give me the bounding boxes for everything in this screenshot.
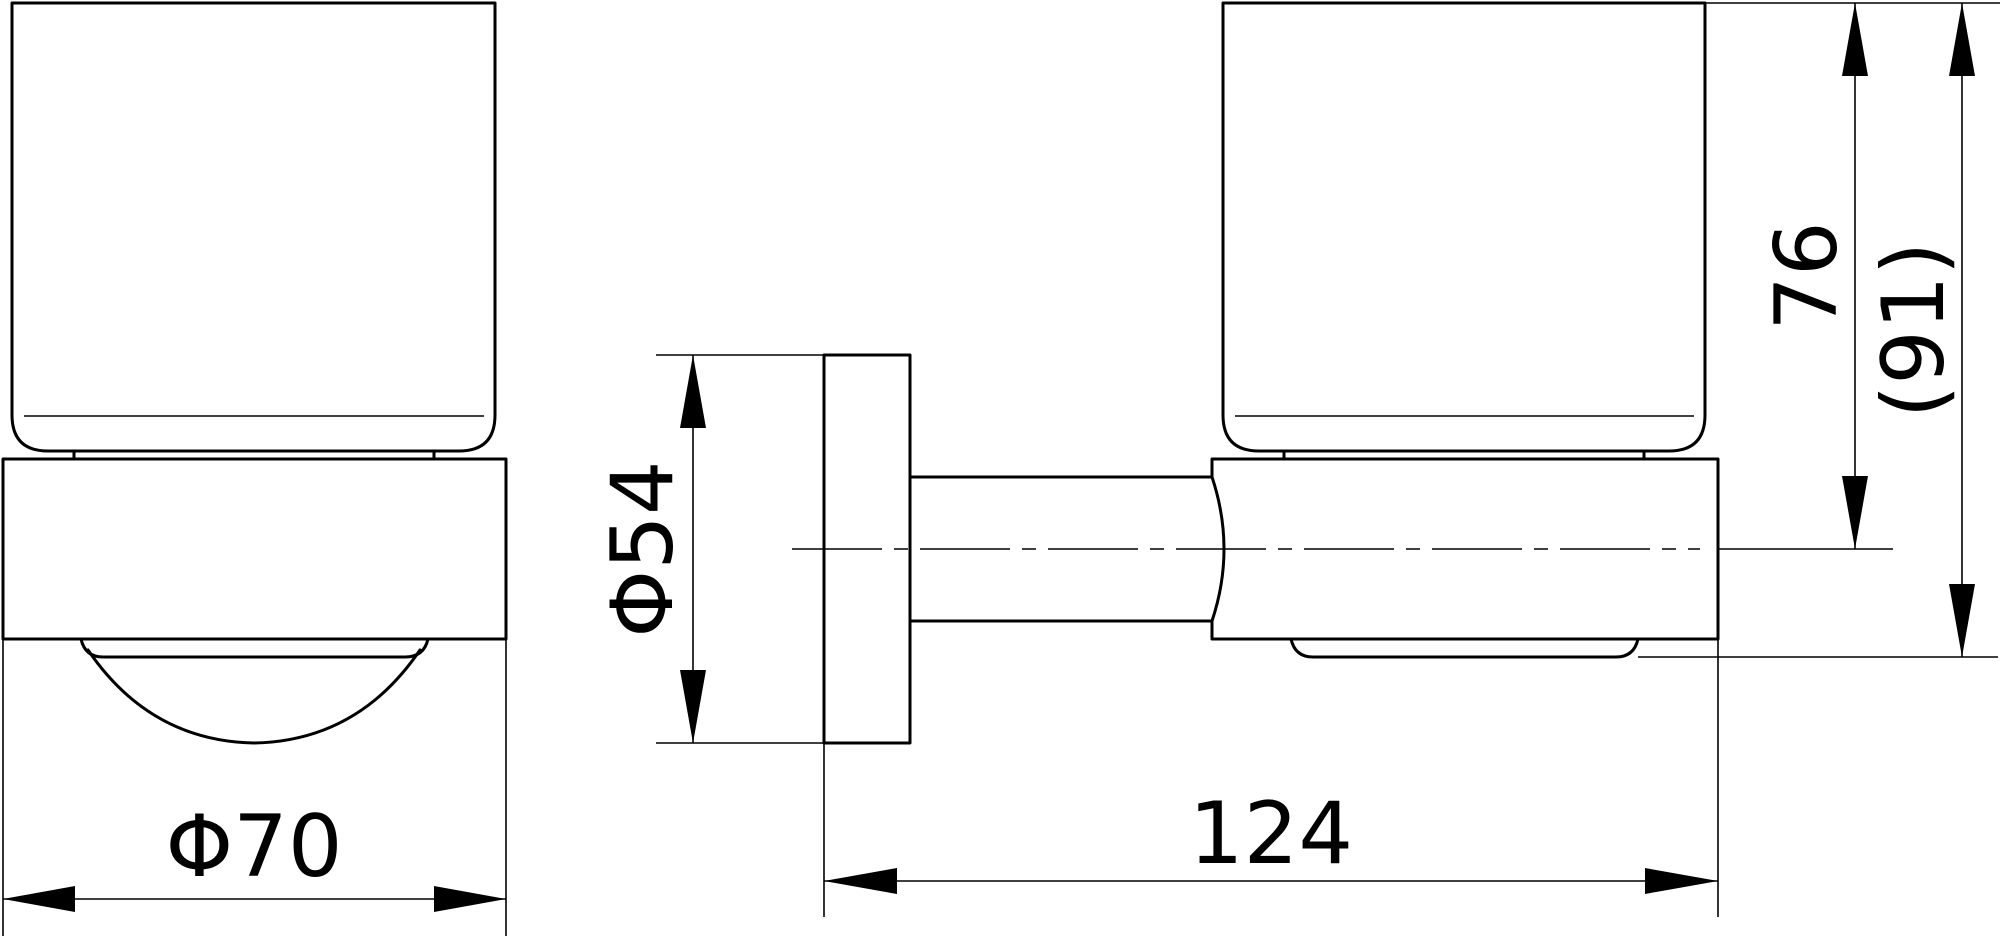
dim-arrow-length-left [824, 868, 897, 894]
dim-label-length: 124 [1189, 784, 1353, 884]
side-holder-ring [1210, 457, 1720, 641]
dim-arrow-plate-bottom [680, 670, 706, 743]
front-base-lip [79, 637, 430, 659]
side-cup-outline [1221, 1, 1707, 453]
dim-arrow-plate-top [680, 355, 706, 428]
side-base-lip [1289, 637, 1640, 659]
dim-arrow-upper-top [1842, 3, 1868, 76]
dim-arrow-base-left [3, 886, 75, 912]
side-view: Φ54 124 76 (91) [593, 1, 2000, 917]
dim-arrow-total-bottom [1949, 584, 1975, 657]
dim-label-height-upper: 76 [1757, 221, 1857, 330]
dim-arrow-total-top [1949, 3, 1975, 76]
dim-label-height-total: (91) [1864, 242, 1964, 419]
front-holder-ring [1, 457, 508, 641]
front-cup-outline [10, 1, 497, 453]
dim-label-diameter-base: Φ70 [165, 797, 342, 897]
dim-arrow-base-right [434, 886, 506, 912]
dim-arrow-length-right [1645, 868, 1718, 894]
front-round-base [86, 648, 422, 745]
front-view: Φ70 [1, 1, 508, 936]
dim-arrow-upper-bottom [1842, 476, 1868, 549]
dim-label-diameter-plate: Φ54 [593, 460, 693, 637]
